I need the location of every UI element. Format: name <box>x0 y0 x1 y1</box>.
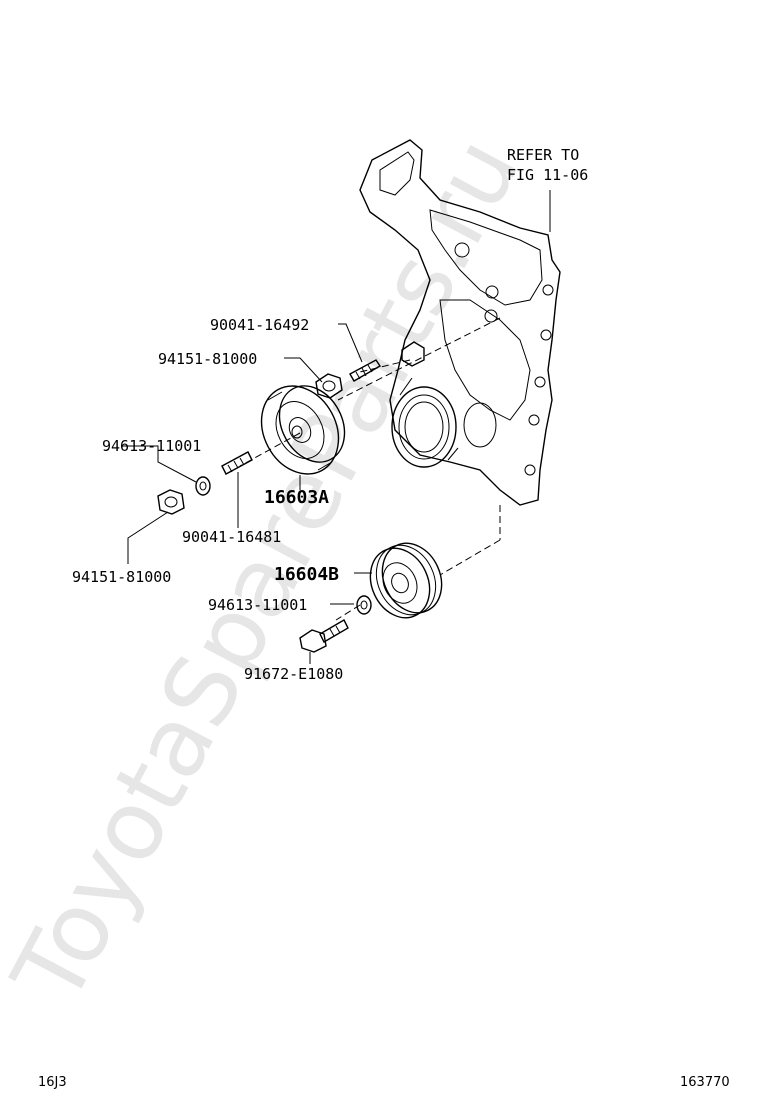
stud-lower <box>221 451 253 475</box>
nut-upper <box>315 373 343 399</box>
footer-left-code: 16J3 <box>38 1075 67 1090</box>
callout-idler-pulley: 16603A <box>264 487 329 508</box>
refer-note-line2: FIG 11-06 <box>507 166 588 184</box>
callout-washer-left: 94613-11001 <box>102 437 201 455</box>
footer-right-code: 163770 <box>680 1075 730 1090</box>
idler-pulley-illustration <box>260 385 346 475</box>
washer-left <box>195 476 211 496</box>
bolt <box>299 619 349 653</box>
stud-upper <box>349 359 381 382</box>
timing-cover-illustration <box>359 139 561 506</box>
refer-note-line1: REFER TO <box>507 146 579 164</box>
nut-lower <box>157 489 185 515</box>
callout-stud-lower: 90041-16481 <box>182 528 281 546</box>
washer-right <box>356 595 372 615</box>
bushing <box>401 341 425 367</box>
callout-nut-upper: 94151-81000 <box>158 350 257 368</box>
callout-stud-upper: 90041-16492 <box>210 316 309 334</box>
callout-washer-right: 94613-11001 <box>208 596 307 614</box>
callout-crank-pulley: 16604B <box>274 564 339 585</box>
crank-pulley-illustration <box>369 542 443 619</box>
callout-nut-lower: 94151-81000 <box>72 568 171 586</box>
leader-lines <box>122 190 551 664</box>
callout-bolt: 91672-E1080 <box>244 665 343 683</box>
